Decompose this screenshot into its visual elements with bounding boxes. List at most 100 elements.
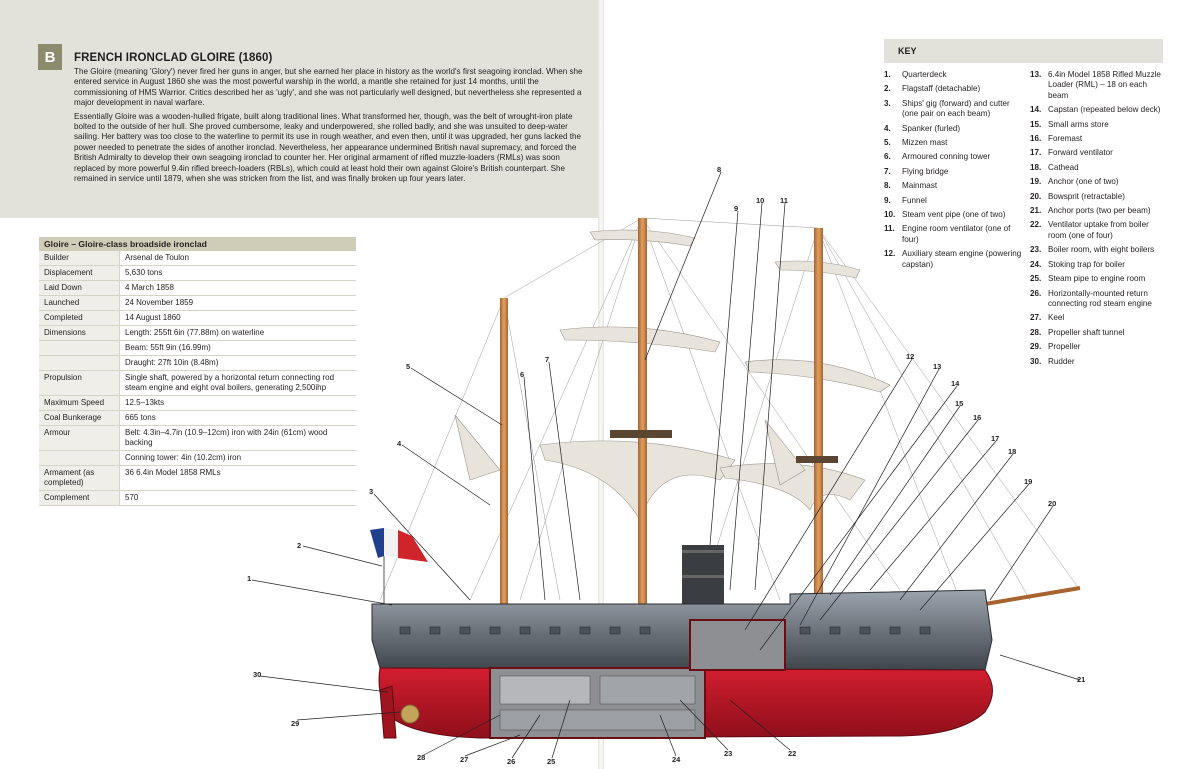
key-text: Foremast <box>1048 134 1083 144</box>
callout-12: 12 <box>906 352 914 361</box>
key-item: 15.Small arms store <box>1030 120 1168 130</box>
key-item: 11.Engine room ventilator (one of four) <box>884 224 1024 245</box>
key-item: 30.Rudder <box>1030 357 1168 367</box>
spec-value: 5,630 tons <box>119 265 356 281</box>
key-number: 17. <box>1030 148 1042 158</box>
key-text: Engine room ventilator (one of four) <box>902 224 1011 244</box>
key-item: 27. Keel <box>1030 313 1168 323</box>
key-text: Horizontally-mounted return connecting r… <box>1048 288 1152 308</box>
spec-value: Arsenal de Toulon <box>119 251 356 266</box>
key-item: 23.Boiler room, with eight boilers <box>1030 245 1168 255</box>
spec-value: Beam: 55ft 9in (16.99m) <box>119 340 356 356</box>
spec-label <box>39 340 120 356</box>
propeller <box>400 704 420 724</box>
key-text: Stoking trap for boiler <box>1048 259 1125 269</box>
key-text: Quarterdeck <box>902 70 947 79</box>
callout-29: 29 <box>291 719 299 728</box>
callout-30: 30 <box>253 670 261 679</box>
key-item: 18.Cathead <box>1030 163 1168 173</box>
callout-5: 5 <box>406 362 410 371</box>
key-item: 13.6.4in Model 1858 Rifled Muzzle Loader… <box>1030 70 1168 101</box>
callout-1: 1 <box>247 574 251 583</box>
key-item: 20.Bowsprit (retractable) <box>1030 192 1168 202</box>
callout-20: 20 <box>1048 499 1056 508</box>
spec-row: Conning tower: 4in (10.2cm) iron <box>39 450 356 466</box>
key-number: 4. <box>884 123 891 133</box>
key-number: 6. <box>884 152 891 162</box>
key-text: Keel <box>1048 313 1065 323</box>
hull-upper <box>371 589 993 671</box>
key-number: 14. <box>1030 105 1042 115</box>
spec-caption: Gloire – Gloire-class broadside ironclad <box>39 237 356 251</box>
spec-label <box>39 450 120 466</box>
key-text: Propeller shaft tunnel <box>1048 327 1125 337</box>
key-text: Propeller <box>1048 342 1081 352</box>
callout-28: 28 <box>417 753 425 762</box>
key-number: 8. <box>884 181 891 191</box>
key-item: 2. Flagstaff (detachable) <box>884 84 1024 94</box>
key-item: 28.Propeller shaft tunnel <box>1030 328 1168 338</box>
key-item: 7.Flying bridge <box>884 167 1024 177</box>
key-number: 18. <box>1030 162 1042 172</box>
key-number: 12. <box>884 249 896 259</box>
key-text: Anchor (one of two) <box>1048 177 1119 187</box>
key-text: Anchor ports (two per beam) <box>1048 206 1151 216</box>
spec-label: Armour <box>39 425 120 451</box>
key-text: Flagstaff (detachable) <box>902 84 981 94</box>
key-text: Armoured conning tower <box>902 152 991 162</box>
key-item: 1. Quarterdeck <box>884 70 1024 80</box>
key-text: Forward ventilator <box>1048 148 1113 158</box>
key-text: Mainmast <box>902 181 938 191</box>
callout-6: 6 <box>520 370 524 379</box>
engine-cutaway <box>489 619 786 739</box>
description-paragraph: Essentially Gloire was a wooden-hulled f… <box>74 111 582 184</box>
spec-value: Single shaft, powered by a horizontal re… <box>119 370 356 396</box>
plate-description: The Gloire (meaning 'Glory') never fired… <box>74 67 588 187</box>
spec-value: 665 tons <box>119 410 356 426</box>
key-number: 29. <box>1030 342 1042 352</box>
key-text: Spanker (furled) <box>902 123 961 133</box>
key-item: 25.Steam pipe to engine room <box>1030 274 1168 284</box>
key-text: Flying bridge <box>902 166 949 176</box>
callout-7: 7 <box>545 355 549 364</box>
spec-label: Complement <box>39 490 120 506</box>
callout-4: 4 <box>397 439 402 448</box>
callout-9: 9 <box>734 204 738 213</box>
spec-row: Armament (as completed)36 6.4in Model 18… <box>39 465 356 491</box>
callout-3: 3 <box>369 487 373 496</box>
spec-label: Propulsion <box>39 370 120 396</box>
callout-25: 25 <box>547 757 555 766</box>
spec-label: Completed <box>39 310 120 326</box>
key-heading: KEY <box>884 39 1163 63</box>
key-number: 16. <box>1030 134 1042 144</box>
french-flag <box>370 528 428 606</box>
key-item: 9.Funnel <box>884 196 1024 206</box>
callout-22: 22 <box>788 749 796 758</box>
key-item: 5.Mizzen mast <box>884 138 1024 148</box>
key-number: 2. <box>884 84 891 94</box>
page-gutter <box>598 0 604 769</box>
funnel <box>682 545 724 607</box>
masts <box>500 218 838 610</box>
key-item: 17. Forward ventilator <box>1030 148 1168 158</box>
key-text: Funnel <box>902 195 927 205</box>
description-paragraph: The Gloire (meaning 'Glory') never fired… <box>74 67 583 108</box>
key-number: 26. <box>1030 288 1042 298</box>
key-number: 3. <box>884 98 891 108</box>
key-item: 10.Steam vent pipe (one of two) <box>884 210 1024 220</box>
spec-label: Armament (as completed) <box>39 465 120 491</box>
spec-label: Dimensions <box>39 325 120 341</box>
key-number: 27. <box>1030 313 1042 323</box>
key-item: 8. Mainmast <box>884 181 1024 191</box>
key-item: 24.Stoking trap for boiler <box>1030 260 1168 270</box>
key-number: 1. <box>884 70 891 79</box>
spec-label: Coal Bunkerage <box>39 410 120 426</box>
key-text: Ventilator uptake from boiler room (one … <box>1048 220 1149 240</box>
callout-17: 17 <box>991 434 999 443</box>
spec-row: Draught: 27ft 10in (8.48m) <box>39 355 356 371</box>
